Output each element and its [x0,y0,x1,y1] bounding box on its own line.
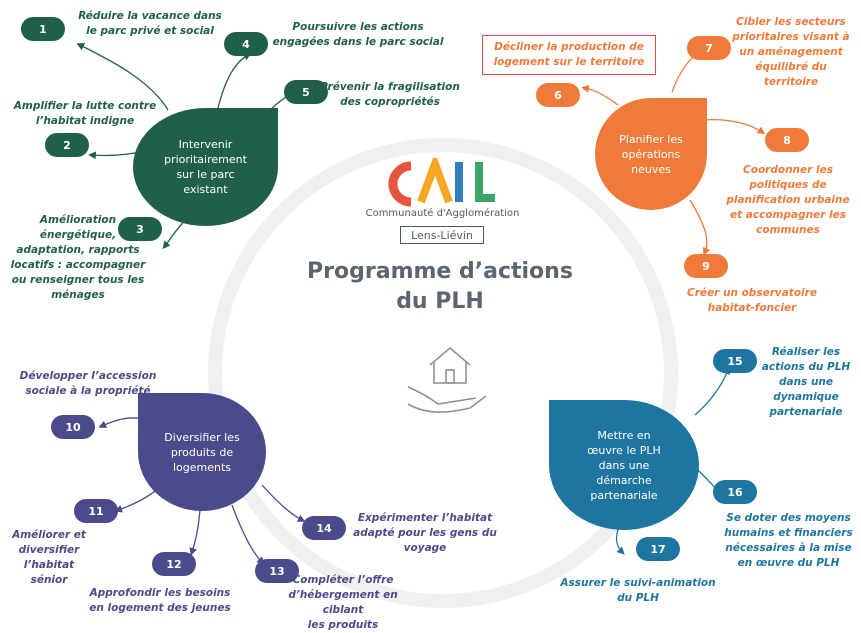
action-badge-12: 12 [152,552,196,576]
action-badge-15: 15 [713,349,757,373]
logo-subtitle: Communauté d'Agglomération [365,208,520,219]
action-badge-16: 16 [713,480,757,504]
action-badge-10: 10 [51,415,95,439]
action-badge-7: 7 [687,36,731,60]
action-badge-9: 9 [684,254,728,278]
logo-place: Lens-Liévin [400,226,484,244]
house-in-hand-icon [407,346,487,413]
action-badge-5: 5 [284,80,328,104]
action-badge-11: 11 [74,499,118,523]
action-badge-4: 4 [224,32,268,56]
action-badge-6: 6 [536,83,580,107]
page-title: Programme d’actions du PLH [307,259,573,314]
action-badge-17: 17 [636,537,680,561]
action-badge-14: 14 [302,516,346,540]
action-badge-8: 8 [765,128,809,152]
action-badge-1: 1 [21,17,65,41]
logo-mark [388,158,495,207]
action-badge-13: 13 [255,559,299,583]
action-badge-3: 3 [118,217,162,241]
action-badge-2: 2 [45,133,89,157]
